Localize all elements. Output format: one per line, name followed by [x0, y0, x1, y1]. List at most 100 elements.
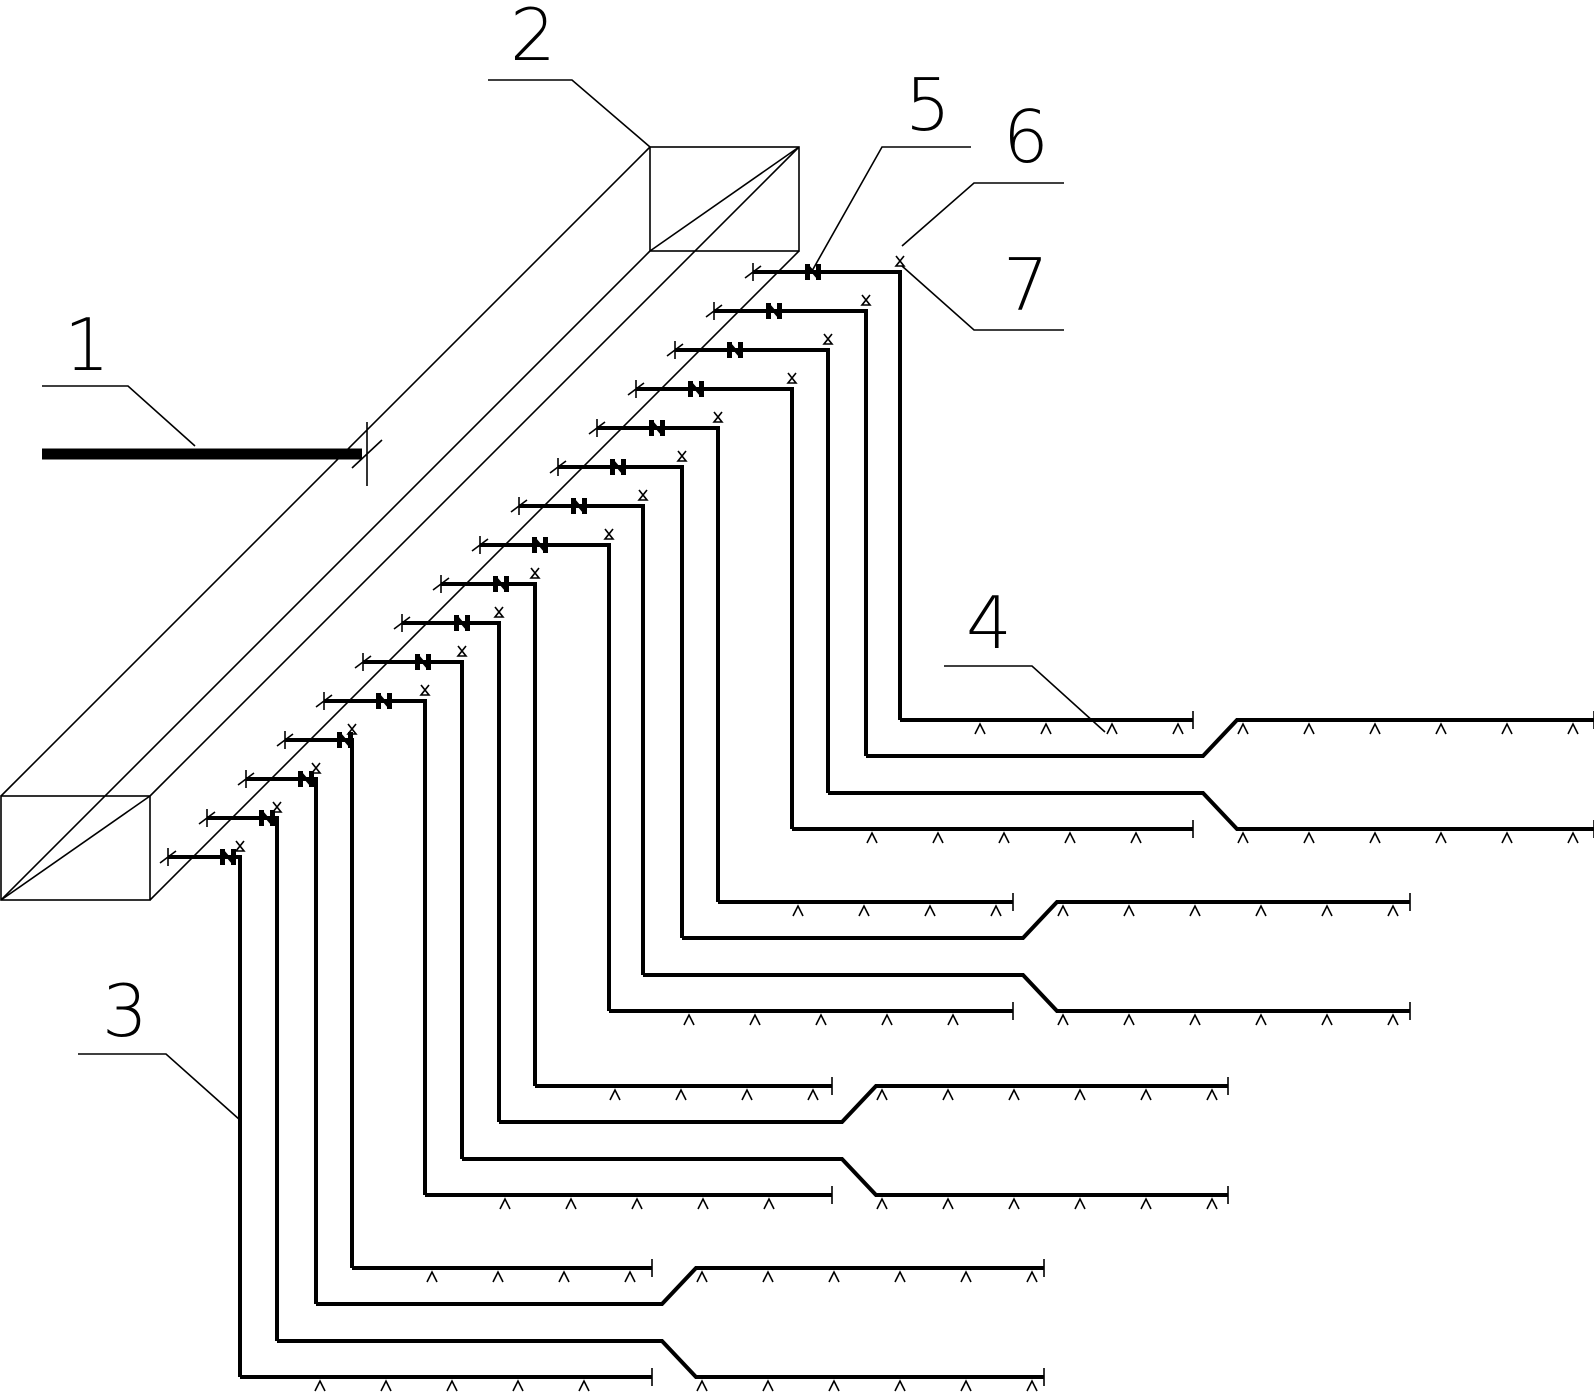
nozzle-icon: [624, 1270, 636, 1283]
end-cap-icon: [549, 460, 567, 474]
check-valve-icon: [529, 567, 541, 579]
nozzle-icon: [990, 904, 1002, 917]
valve-icon: [699, 381, 704, 397]
branch-pipes: [159, 255, 1594, 1392]
valve-icon: [220, 849, 236, 865]
check-valve-icon: [603, 528, 615, 540]
check-valve-icon: [419, 684, 431, 696]
nozzle-icon: [609, 1088, 621, 1101]
nozzle-icon: [1140, 1088, 1152, 1101]
duct-front-face: [0, 795, 151, 901]
valve-icon: [337, 732, 342, 748]
nozzle-icon: [1189, 904, 1201, 917]
nozzle-icon: [876, 1088, 888, 1101]
valve-icon: [493, 576, 509, 592]
nozzle-icon: [807, 1088, 819, 1101]
main-inlet-pipe: [42, 422, 383, 486]
valve-icon: [454, 615, 459, 631]
end-cap-icon: [627, 382, 645, 396]
nozzle-icon: [960, 1270, 972, 1283]
nozzle-icon: [858, 904, 870, 917]
nozzle-icon: [1123, 1013, 1135, 1026]
valve-icon: [582, 498, 587, 514]
valve-icon: [220, 849, 225, 865]
valve-icon: [415, 654, 431, 670]
nozzle-icon: [1567, 722, 1579, 735]
nozzle-icon: [1057, 904, 1069, 917]
check-valve-icon: [894, 255, 906, 267]
nozzle-icon: [749, 1013, 761, 1026]
nozzle-icon: [492, 1270, 504, 1283]
branch-pipe: [324, 699, 427, 1195]
nozzle-icon: [1040, 722, 1052, 735]
nozzle-icon: [828, 1379, 840, 1392]
nozzle-icon: [894, 1270, 906, 1283]
valve-icon: [738, 342, 743, 358]
valve-icon: [454, 615, 470, 631]
nozzle-icon: [314, 1379, 326, 1392]
valve-icon: [610, 459, 615, 475]
branch-pipe: [519, 504, 645, 975]
nozzle-icon: [512, 1379, 524, 1392]
branch-pipe: [441, 582, 537, 1086]
label-7: 7: [1003, 243, 1049, 327]
valve-icon: [805, 264, 810, 280]
nozzle-icon: [1237, 722, 1249, 735]
nozzle-icon: [1369, 831, 1381, 844]
check-valve-icon: [310, 762, 322, 774]
label-3: 3: [102, 969, 148, 1053]
valve-icon: [610, 459, 626, 475]
nozzle-icon: [1303, 831, 1315, 844]
branch-pipe: [246, 777, 318, 1304]
valve-icon: [727, 342, 743, 358]
end-cap-icon: [705, 304, 723, 318]
nozzle-icon: [762, 1270, 774, 1283]
nozzle-icon: [1189, 1013, 1201, 1026]
valve-icon: [777, 303, 782, 319]
nozzle-icon: [1172, 722, 1184, 735]
end-cap-icon: [159, 850, 177, 864]
nozzle-icon: [1501, 831, 1513, 844]
nozzle-icon: [499, 1197, 511, 1210]
valve-icon: [649, 420, 654, 436]
nozzle-icon: [792, 904, 804, 917]
valve-icon: [727, 342, 732, 358]
valve-icon: [504, 576, 509, 592]
end-cap-icon: [666, 343, 684, 357]
nozzle-icon: [1501, 722, 1513, 735]
branch-pipe: [168, 855, 242, 1377]
nozzle-icon: [1303, 722, 1315, 735]
nozzle-icon: [446, 1379, 458, 1392]
nozzle-icon: [1106, 722, 1118, 735]
branch-run: [866, 718, 1594, 758]
end-cap-icon: [276, 733, 294, 747]
nozzle-icon: [1074, 1088, 1086, 1101]
nozzle-icon: [1567, 831, 1579, 844]
nozzle-icon: [763, 1197, 775, 1210]
branch-pipe: [714, 309, 868, 756]
nozzle-icon: [947, 1013, 959, 1026]
nozzle-icon: [1064, 831, 1076, 844]
end-cap-icon: [471, 538, 489, 552]
nozzle-icon: [1387, 1013, 1399, 1026]
valve-icon: [259, 810, 275, 826]
valve-icon: [298, 771, 314, 787]
valve-icon: [649, 420, 665, 436]
nozzle-icon: [1206, 1088, 1218, 1101]
nozzle-icon: [1130, 831, 1142, 844]
branch-run: [316, 1266, 1044, 1306]
leader-lines: [42, 79, 1106, 1121]
end-cap-icon: [315, 694, 333, 708]
valve-icon: [571, 498, 587, 514]
branch-pipe: [480, 543, 611, 1011]
nozzle-icon: [876, 1197, 888, 1210]
nozzle-icon: [1123, 904, 1135, 917]
branch-pipe: [636, 387, 794, 829]
nozzle-icon: [1008, 1088, 1020, 1101]
branch-run: [277, 1339, 1044, 1379]
valve-icon: [766, 303, 771, 319]
label-6: 6: [1003, 95, 1049, 179]
valve-icon: [387, 693, 392, 709]
branch-pipe: [753, 270, 902, 720]
